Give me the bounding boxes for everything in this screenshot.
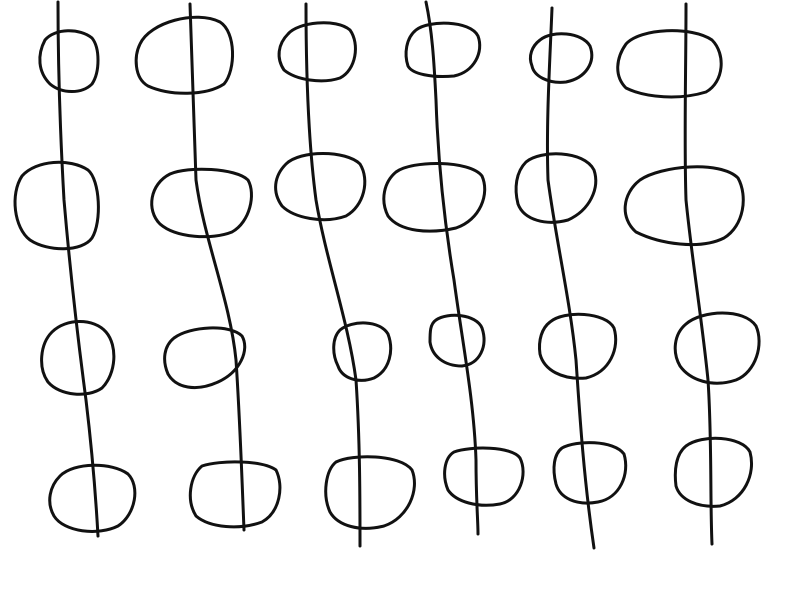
green-bead — [277, 21, 357, 83]
column-6 — [616, 2, 761, 546]
white-bead — [552, 441, 628, 505]
orange-bead — [13, 160, 100, 251]
white-bead — [443, 446, 525, 507]
vertical-rod — [188, 2, 246, 532]
column-5 — [514, 6, 628, 550]
vertical-rod — [545, 6, 596, 550]
white-bead — [673, 311, 761, 385]
white-bead — [673, 436, 753, 508]
orange-bead — [382, 162, 487, 233]
orange-bead — [150, 167, 253, 239]
orange-bead — [514, 152, 598, 224]
white-bead — [538, 312, 618, 380]
green-bead — [38, 29, 100, 93]
column-2 — [134, 2, 282, 532]
green-bead — [528, 32, 594, 84]
vertical-rod — [304, 2, 362, 548]
white-bead — [188, 460, 282, 529]
green-bead — [616, 29, 723, 99]
green-bead — [134, 15, 235, 95]
vertical-rod — [56, 0, 100, 538]
white-bead — [48, 463, 137, 533]
vertical-rod — [424, 0, 480, 536]
white-bead — [428, 313, 486, 368]
column-4 — [382, 0, 525, 536]
green-bead — [404, 21, 482, 78]
vertical-rod — [683, 2, 714, 546]
column-1 — [13, 0, 137, 538]
white-bead — [40, 320, 116, 396]
orange-bead — [623, 165, 745, 247]
white-bead — [332, 321, 393, 382]
orange-bead — [274, 152, 367, 222]
white-bead — [163, 326, 247, 390]
column-3 — [274, 2, 416, 548]
white-bead — [324, 455, 416, 530]
